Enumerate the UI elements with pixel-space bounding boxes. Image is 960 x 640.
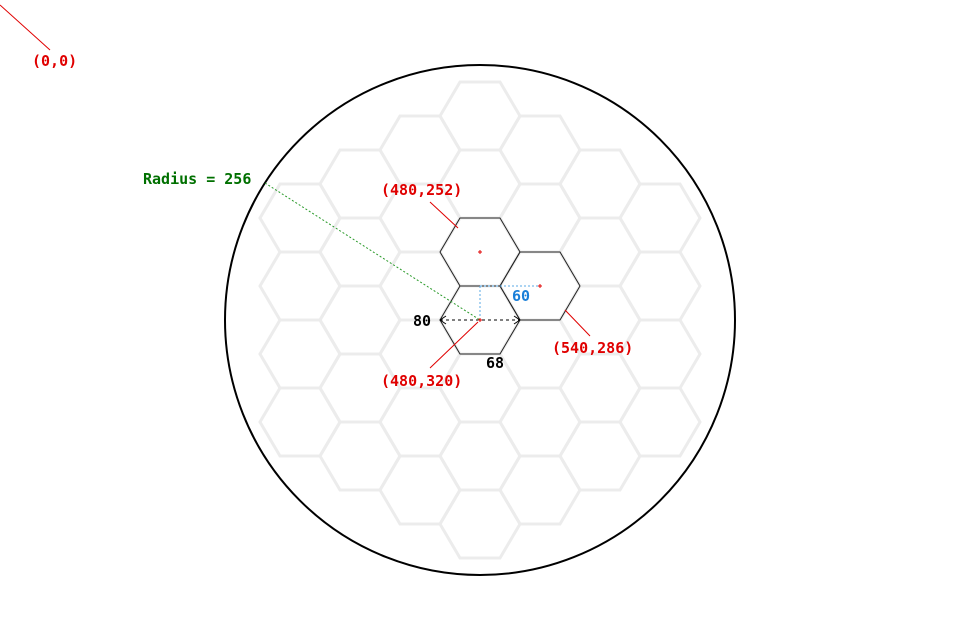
background-hex (558, 148, 642, 220)
background-hex (438, 420, 522, 492)
background-hex (558, 216, 642, 288)
background-hex (258, 182, 342, 254)
background-hex (498, 182, 582, 254)
background-hex (378, 454, 462, 526)
background-hex (618, 250, 702, 322)
background-hex (498, 114, 582, 186)
radius-label: Radius = 256 (143, 170, 251, 188)
background-hex (378, 386, 462, 458)
background-hex (558, 420, 642, 492)
background-hex (618, 386, 702, 458)
center-marker-main (478, 318, 482, 322)
center-marker-top (478, 250, 482, 254)
right-hex-coordinate-label: (540,286) (552, 339, 633, 357)
center-leader-line (429, 321, 479, 369)
background-hex (498, 386, 582, 458)
origin-label: (0,0) (32, 52, 77, 70)
right-hex-leader-line (564, 309, 591, 337)
background-hex (318, 420, 402, 492)
width-arrow-right (513, 315, 521, 325)
background-hex (258, 318, 342, 390)
radius-line (264, 182, 481, 321)
bounding-circle (224, 64, 736, 576)
background-hex (378, 114, 462, 186)
background-hex (498, 454, 582, 526)
background-hex (258, 250, 342, 322)
offset-label: 60 (512, 287, 530, 305)
width-label: 80 (413, 312, 431, 330)
background-hex (378, 250, 462, 322)
background-hex (318, 284, 402, 356)
background-hex (438, 488, 522, 560)
center-coordinate-label: (480,320) (381, 372, 462, 390)
center-marker-right (538, 284, 542, 288)
origin-leader-line (0, 4, 51, 51)
width-arrow-left (439, 315, 447, 325)
top-hex-leader-line (429, 201, 459, 229)
height-label: 68 (486, 354, 504, 372)
background-hex (558, 352, 642, 424)
background-hex (258, 386, 342, 458)
background-hex (318, 216, 402, 288)
background-hex (618, 182, 702, 254)
background-hex (438, 80, 522, 152)
top-hex-coordinate-label: (480,252) (381, 181, 462, 199)
